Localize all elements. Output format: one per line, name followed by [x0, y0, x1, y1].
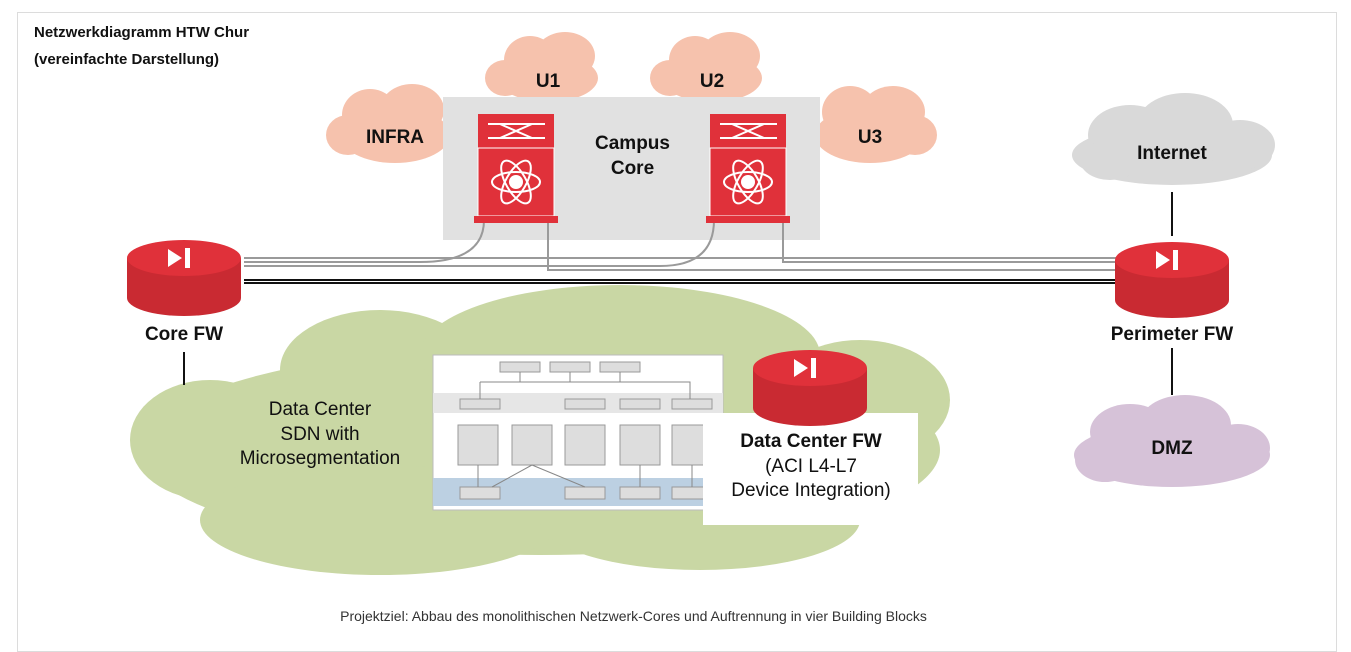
datacenter-fw-line1: Data Center FW [740, 431, 882, 452]
cloud-dmz-label: DMZ [1151, 438, 1193, 459]
campus-switch-right [706, 114, 790, 223]
datacenter-fw-icon [753, 350, 867, 426]
datacenter-cloud-label: Data Center SDN with Microsegmentation [220, 398, 420, 472]
cloud-infra-label: INFRA [365, 127, 425, 148]
cloud-u3 [815, 86, 937, 163]
cloud-infra [326, 84, 450, 163]
perimeter-fw-icon [1115, 242, 1229, 318]
datacenter-topology-image [432, 354, 724, 511]
cloud-u1-label: U1 [535, 71, 561, 92]
diagram-title: Netzwerkdiagramm HTW Chur [34, 24, 250, 41]
diagram-subtitle: (vereinfachte Darstellung) [34, 51, 220, 68]
cloud-internet [1072, 93, 1275, 185]
datacenter-fw-line2: (ACI L4-L7 [765, 455, 857, 477]
core-fw-icon [127, 240, 241, 316]
core-fw-label: Core FW [144, 324, 224, 345]
perimeter-fw-label: Perimeter FW [1110, 324, 1234, 345]
datacenter-cloud-line1: Data Center [268, 399, 372, 420]
campus-core-line2: Core [610, 157, 655, 179]
project-goal-caption: Projektziel: Abbau des monolithischen Ne… [340, 608, 927, 624]
campus-core-label: Campus Core [585, 132, 680, 181]
datacenter-fw-label: Data Center FW (ACI L4-L7 Device Integra… [705, 430, 917, 504]
cloud-u1 [485, 32, 598, 102]
cloud-internet-label: Internet [1137, 143, 1207, 164]
campus-core-line1: Campus [595, 133, 670, 154]
core-links [183, 192, 1173, 395]
datacenter-cloud-line3: Microsegmentation [239, 448, 401, 470]
cloud-u2 [650, 32, 762, 102]
datacenter-cloud-line2: SDN with [280, 423, 360, 445]
datacenter-fw-label-box [703, 413, 918, 525]
cloud-dmz [1074, 395, 1270, 487]
cloud-u3-label: U3 [857, 127, 883, 148]
datacenter-fw-line3: Device Integration) [731, 480, 891, 502]
cloud-u2-label: U2 [699, 71, 725, 92]
campus-switch-left [474, 114, 558, 223]
